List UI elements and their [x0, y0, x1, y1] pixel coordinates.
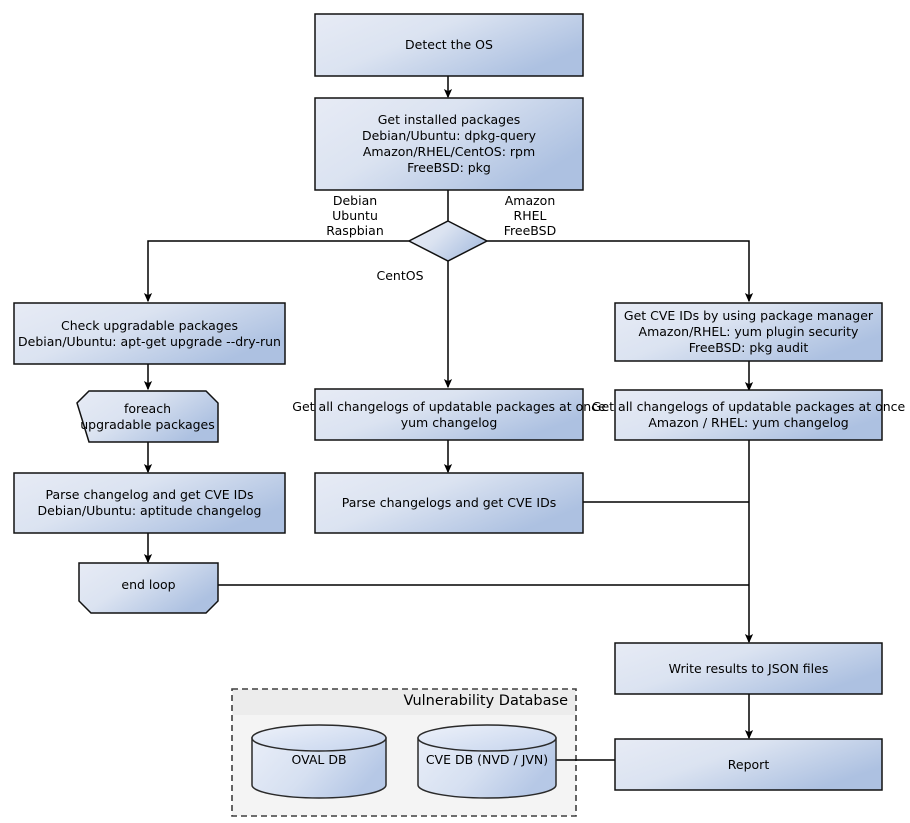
node-get-changelogs-amazon-rhel[interactable]: [614, 389, 883, 441]
node-end-loop[interactable]: [78, 562, 219, 614]
node-get-changelogs-centos[interactable]: [314, 388, 584, 441]
edge-label-branch-debian: Debian Ubuntu Raspbian: [300, 193, 410, 238]
cylinder-oval-db[interactable]: [251, 724, 387, 799]
node-write-results-json[interactable]: [614, 642, 883, 695]
branch-debian-line-3: Raspbian: [326, 223, 384, 238]
branch-amazon-line-2: RHEL: [513, 208, 547, 223]
connector-group: [143, 76, 754, 761]
node-check-upgradable-packages[interactable]: [13, 302, 286, 365]
branch-debian-line-1: Debian: [332, 193, 378, 208]
node-detect-os[interactable]: [314, 13, 584, 77]
node-report[interactable]: [614, 738, 883, 791]
group-header-band: [233, 690, 575, 715]
node-os-decision[interactable]: [407, 220, 489, 262]
edge-label-branch-centos: CentOS: [358, 268, 442, 283]
oval-db-top: [251, 724, 387, 752]
cylinder-cve-db[interactable]: [417, 724, 557, 799]
node-parse-changelogs-get-cve-ids[interactable]: [314, 472, 584, 534]
edge-label-branch-amazon: Amazon RHEL FreeBSD: [475, 193, 585, 238]
node-get-installed-packages[interactable]: [314, 97, 584, 191]
branch-amazon-line-3: FreeBSD: [503, 223, 557, 238]
cve-db-top: [417, 724, 557, 752]
node-get-cve-ids-package-manager[interactable]: [614, 302, 883, 362]
oval-db-body: [251, 737, 387, 799]
branch-amazon-line-1: Amazon: [504, 193, 556, 208]
label-cve-db: CVE DB (NVD / JVN): [425, 752, 549, 767]
label-oval-db: OVAL DB: [291, 752, 347, 767]
branch-debian-line-2: Ubuntu: [332, 208, 378, 223]
edge-decision-left: [143, 240, 410, 303]
branch-centos-line-1: CentOS: [376, 268, 424, 283]
cve-db-body: [417, 737, 557, 799]
node-foreach-upgradable-packages[interactable]: [76, 390, 219, 443]
node-parse-changelog-get-cve-ids[interactable]: [13, 472, 286, 534]
group-title-vulnerability-database: Vulnerability Database: [403, 693, 568, 709]
edge-decision-right: [487, 240, 754, 303]
